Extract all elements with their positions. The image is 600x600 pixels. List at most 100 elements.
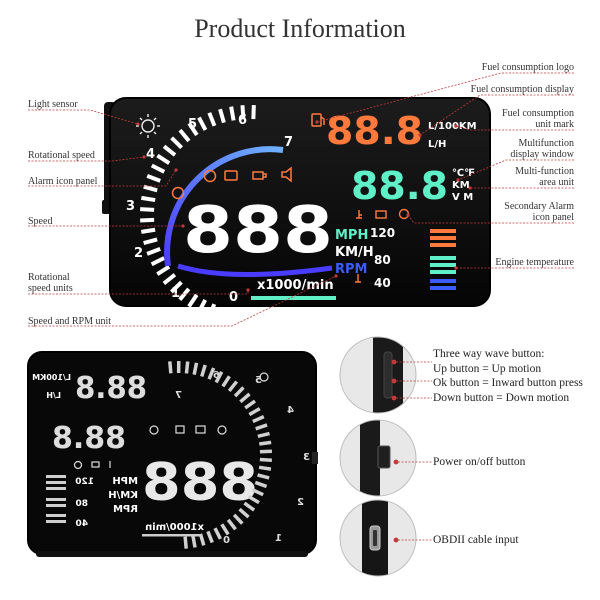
rpm-tick: [232, 513, 244, 525]
mirror-temp-bars: [46, 475, 66, 523]
rpm-tick: [207, 367, 216, 380]
rpm-unit-label: x1000/min: [257, 278, 334, 293]
multi-unit-temperature: ℃℉: [452, 168, 475, 179]
mirror-dial-1: 1: [275, 533, 282, 544]
callout-alarm-icon-panel: Alarm icon panel: [28, 176, 98, 187]
line-fuel-logo: [316, 72, 574, 123]
rpm-tick: [170, 280, 183, 294]
warning-icon: [203, 169, 217, 183]
wave-button-description: Three way wave button: Up button = Up mo…: [433, 347, 583, 405]
wave-button-closeup: [340, 337, 416, 413]
mirror-unit-l100km: L/100KM: [32, 373, 71, 382]
rpm-tick: [140, 227, 156, 234]
line-alarm-icon-panel: [28, 169, 177, 187]
rpm-tick: [156, 153, 171, 165]
callout-lines: [28, 72, 574, 327]
mirror-warning-icon: [217, 425, 227, 435]
callout-secondary-alarm-line2: icon panel: [532, 212, 574, 223]
temp-bar-5: [430, 263, 456, 267]
callout-light-sensor: Light sensor: [28, 99, 78, 110]
page-title: Product Information: [194, 14, 406, 43]
obd-port-circle: [339, 499, 417, 577]
rpm-tick: [227, 380, 239, 393]
rpm-tick: [255, 423, 268, 431]
mirror-brake-icon: [73, 460, 83, 470]
rpm-tick: [248, 407, 261, 417]
rpm-tick: [220, 523, 230, 536]
callout-multi-display: Multifunction display window: [510, 138, 574, 160]
obd-port-marker[interactable]: [393, 537, 399, 543]
rpm-tick: [140, 217, 155, 223]
rpm-tick: [240, 105, 246, 120]
rpm-tick: [162, 144, 177, 157]
hud-front-side-button[interactable]: [102, 200, 110, 214]
dial-number-0: 0: [229, 290, 238, 305]
rpm-tick: [146, 247, 161, 256]
rpm-tick: [150, 256, 166, 267]
rpm-tick: [228, 309, 236, 324]
thermometer-icon: [355, 274, 361, 283]
callout-fuel-unit-line2: unit mark: [535, 119, 574, 130]
rpm-tick: [178, 287, 191, 301]
brake-warning-icon: [171, 186, 185, 200]
callout-fuel-logo: Fuel consumption logo: [481, 62, 574, 73]
dial-number-3: 3: [126, 199, 135, 214]
mirror-multi-digits: 88.8: [52, 421, 126, 456]
temp-bar-4: [430, 256, 456, 260]
water-temp-icon: [356, 210, 362, 219]
rpm-tick: [243, 501, 256, 512]
rpm-tick: [196, 298, 208, 314]
temp-label-80: 80: [374, 253, 391, 267]
rpm-tick: [206, 530, 214, 544]
mirror-dial-0: 0: [223, 535, 230, 546]
down-button-marker[interactable]: [391, 395, 397, 401]
fuel-consumption-digits: 88.8: [326, 109, 423, 153]
rpm-tick: [233, 386, 245, 398]
mirror-unit-lh: L/H: [46, 391, 61, 400]
rpm-tick: [259, 440, 272, 446]
dial-number-1: 1: [171, 286, 180, 301]
rpm-tick: [217, 306, 226, 322]
rpm-tick: [150, 163, 166, 174]
wave-button-title: Three way wave button:: [433, 348, 545, 360]
rpm-tick: [140, 207, 155, 212]
line-fuel-unit: [455, 125, 574, 131]
mirror-unit-rpm: RPM: [113, 504, 138, 515]
power-button-marker[interactable]: [393, 459, 399, 465]
callout-secondary-alarm-line1: Secondary Alarm: [504, 201, 574, 212]
rpm-tick: [247, 495, 260, 505]
callout-rotational-speed: Rotational speed: [28, 150, 95, 161]
rpm-tick: [257, 473, 270, 480]
rpm-tick: [187, 122, 199, 137]
fuel-unit-lh: L/H: [428, 139, 446, 150]
multi-unit-vm: V M: [452, 192, 473, 203]
up-button-description: Up button = Up motion: [433, 362, 542, 375]
mirror-engine-icon: [195, 425, 206, 434]
rpm-tick-arc: [140, 104, 256, 324]
power-button-circle: [339, 419, 417, 497]
mirror-temp-40: 40: [75, 519, 88, 529]
mirror-dial-2: 2: [297, 497, 304, 508]
rpm-tick: [141, 195, 156, 203]
ok-button-marker[interactable]: [391, 378, 397, 384]
hud-front-body: [109, 97, 491, 307]
callout-endpoints: [136, 120, 472, 292]
mirror-unit-kmh: KM/H: [108, 490, 138, 501]
mirror-battery-icon: [91, 461, 100, 468]
callout-multi-display-line1: Multifunction: [518, 138, 574, 149]
mirror-rpm-unit-bar: [142, 534, 202, 537]
fuel-pump-icon: [311, 113, 325, 127]
rpm-tick: [184, 361, 190, 374]
mirror-speed-digits: 888: [142, 453, 258, 513]
hud-mirror-base: [36, 551, 308, 557]
rpm-tick: [192, 362, 199, 375]
rpm-blue-base: [177, 263, 333, 278]
mirror-coffee-icon: [175, 425, 185, 434]
callout-multi-area-line1: Multi-function: [515, 166, 574, 177]
up-button-marker[interactable]: [391, 359, 397, 365]
rpm-tick: [214, 370, 224, 384]
callout-multi-display-line2: display window: [510, 149, 574, 160]
rpm-tick: [229, 106, 236, 121]
temp-label-40: 40: [374, 276, 391, 290]
